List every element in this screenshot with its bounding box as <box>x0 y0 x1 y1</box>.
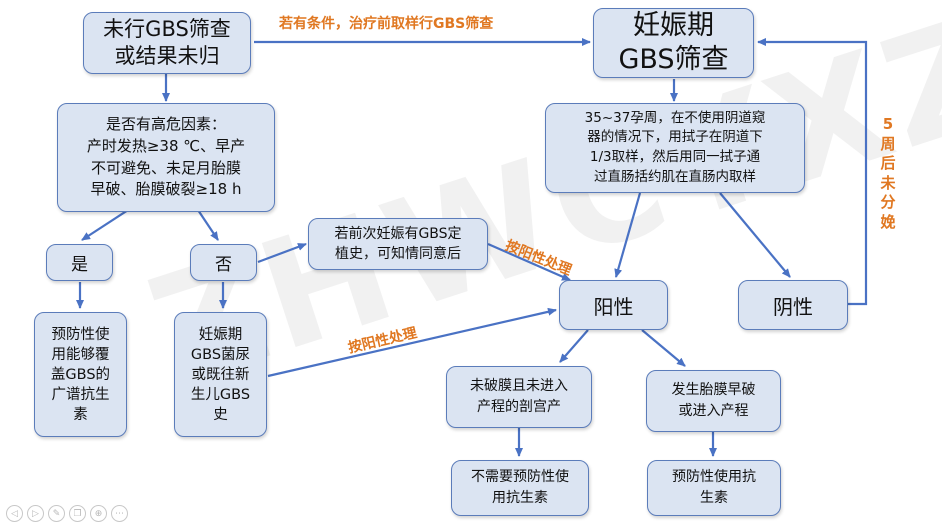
slide-controls: ◁ ▷ ✎ ❐ ⊕ ⋯ <box>6 505 128 522</box>
node-bacteriuria-history: 妊娠期 GBS菌尿 或既往新 生儿GBS 史 <box>174 312 267 437</box>
more-icon[interactable]: ⋯ <box>111 505 128 522</box>
node-screening: 妊娠期 GBS筛查 <box>593 8 754 78</box>
arrow-risk-to-no <box>197 209 219 241</box>
node-broad-spectrum: 预防性使 用能够覆 盖GBS的 广谱抗生 素 <box>34 312 127 437</box>
forward-icon[interactable]: ▷ <box>27 505 44 522</box>
node-no-prophylaxis: 不需要预防性使 用抗生素 <box>451 460 589 516</box>
copy-icon[interactable]: ❐ <box>69 505 86 522</box>
node-positive: 阳性 <box>559 280 668 330</box>
node-negative: 阴性 <box>738 280 848 330</box>
zoom-icon[interactable]: ⊕ <box>90 505 107 522</box>
arrow-positive-to-cesarean <box>559 329 589 363</box>
arrow-no-to-prior <box>257 242 307 264</box>
node-no: 否 <box>190 244 257 281</box>
node-rupture-or-labor: 发生胎膜早破 或进入产程 <box>646 370 781 432</box>
arrow-prior-to-positive <box>487 242 571 282</box>
node-yes: 是 <box>46 244 113 281</box>
label-rescreen: 5 周 后 未 分 娩 <box>880 115 896 231</box>
arrow-bacteriuria-to-positive <box>267 307 557 378</box>
pen-icon[interactable]: ✎ <box>48 505 65 522</box>
back-icon[interactable]: ◁ <box>6 505 23 522</box>
arrow-sampling-to-negative <box>719 192 791 278</box>
arrow-risk-to-yes <box>81 209 129 241</box>
node-prior-gbs-history: 若前次妊娠有GBS定 植史，可知情同意后 <box>308 218 488 270</box>
label-conditional-sampling: 若有条件，治疗前取样行GBS筛查 <box>279 16 494 32</box>
node-no-rupture-cesarean: 未破膜且未进入 产程的剖宫产 <box>446 366 592 428</box>
node-untested: 未行GBS筛查 或结果未归 <box>83 12 251 74</box>
node-sampling-method: 35~37孕周，在不使用阴道窥 器的情况下，用拭子在阴道下 1/3取样，然后用同… <box>545 103 805 193</box>
arrow-positive-to-rupture <box>641 329 686 367</box>
arrow-negative-to-screening <box>757 38 868 306</box>
node-risk-factors: 是否有高危因素： 产时发热≥38 ℃、早产 不可避免、未足月胎膜 早破、胎膜破裂… <box>57 103 275 212</box>
node-prophylaxis: 预防性使用抗 生素 <box>647 460 781 516</box>
arrow-sampling-to-positive <box>614 192 642 278</box>
